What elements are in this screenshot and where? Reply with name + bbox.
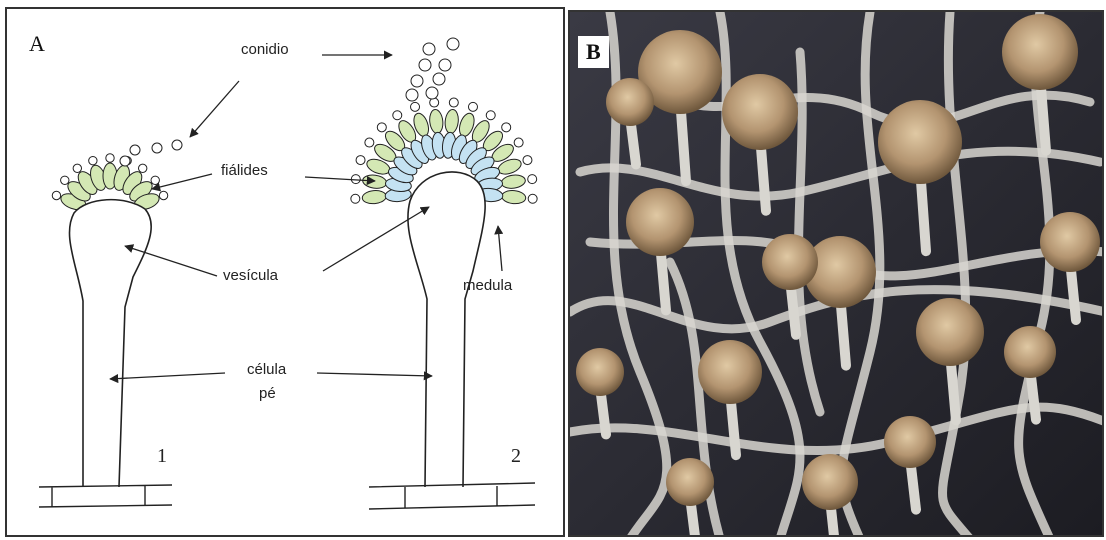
conidial-head <box>884 416 936 468</box>
arrow-conidio-left <box>190 81 239 137</box>
conidial-head <box>606 78 654 126</box>
conidial-head <box>878 100 962 184</box>
label-pe: pé <box>259 385 276 402</box>
conidium <box>138 164 146 172</box>
label-conidio: conidio <box>241 41 289 58</box>
phialide <box>362 174 388 190</box>
label-medula: medula <box>463 277 512 294</box>
panel-a-letter: A <box>29 31 45 57</box>
label-vesicula: vesícula <box>223 267 278 284</box>
conidium <box>52 191 60 199</box>
conidial-head <box>626 188 694 256</box>
phialide <box>444 109 460 134</box>
conidium <box>89 156 97 164</box>
vesicle-stalk-2 <box>408 172 485 487</box>
conidiophore-diagram <box>7 9 565 537</box>
arrow-fialides-left <box>152 174 212 189</box>
conidium <box>393 111 402 120</box>
sem-micrograph <box>570 12 1104 537</box>
substrate-hypha-1 <box>39 485 172 507</box>
conidial-head <box>666 458 714 506</box>
conidial-head <box>802 454 858 510</box>
conidial-head <box>916 298 984 366</box>
conidial-head <box>1004 326 1056 378</box>
conidium <box>130 145 140 155</box>
vesicle-stalk-1 <box>69 200 151 487</box>
conidial-head <box>698 340 762 404</box>
conidium <box>528 194 537 203</box>
conidium <box>528 175 537 184</box>
conidium <box>433 73 445 85</box>
conidial-head <box>1002 14 1078 90</box>
conidium <box>351 194 360 203</box>
conidium <box>502 123 511 132</box>
conidium <box>377 123 386 132</box>
conidium <box>419 59 431 71</box>
phialide <box>428 109 444 134</box>
conidium <box>439 59 451 71</box>
conidium <box>426 87 438 99</box>
conidial-head <box>722 74 798 150</box>
conidium <box>365 138 374 147</box>
phialide <box>501 190 526 205</box>
conidium <box>152 143 162 153</box>
conidium <box>356 156 365 165</box>
conidium <box>73 164 81 172</box>
conidium <box>411 102 420 111</box>
panel-a-diagram: A conidio fiálides vesícula medula célul… <box>5 7 565 537</box>
label-fialides: fiálides <box>221 162 268 179</box>
conidium <box>120 156 130 166</box>
conidium <box>61 176 69 184</box>
conidium <box>151 176 159 184</box>
conidial-head <box>762 234 818 290</box>
conidium <box>514 138 523 147</box>
conidium <box>523 156 532 165</box>
conidium <box>449 98 458 107</box>
structure-number-2: 2 <box>511 445 521 468</box>
arrow-celula-left <box>110 373 225 379</box>
panel-b-micrograph: B <box>568 10 1104 537</box>
phialide <box>362 190 387 205</box>
conidium <box>468 102 477 111</box>
conidium <box>159 191 167 199</box>
arrow-medula <box>498 226 502 271</box>
phialide <box>501 174 527 190</box>
conidium <box>106 154 114 162</box>
conidium <box>172 140 182 150</box>
conidium <box>486 111 495 120</box>
conidium <box>423 43 435 55</box>
conidium <box>406 89 418 101</box>
structure-number-1: 1 <box>157 445 167 468</box>
panel-b-letter: B <box>578 36 609 68</box>
arrow-celula-right <box>317 373 432 376</box>
label-celula: célula <box>247 361 286 378</box>
conidiophore-2 <box>351 38 537 509</box>
conidium <box>447 38 459 50</box>
conidial-head <box>576 348 624 396</box>
conidium <box>411 75 423 87</box>
conidial-head <box>1040 212 1100 272</box>
